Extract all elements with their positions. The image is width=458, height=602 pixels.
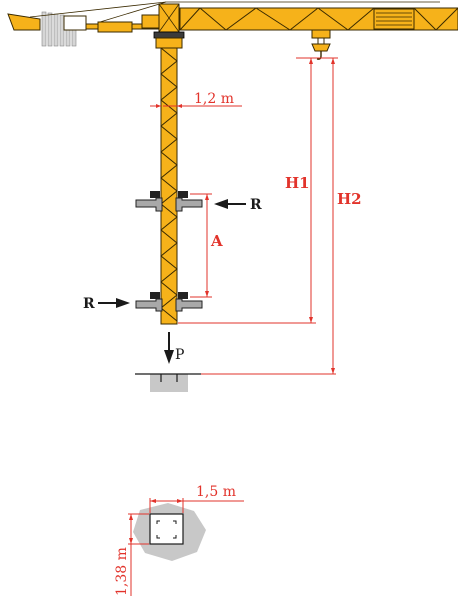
- base-depth-label: 1,38 m: [114, 547, 130, 596]
- counter-jib: [7, 1, 440, 47]
- height-h1-dimension: [178, 57, 338, 324]
- jib: [179, 7, 458, 31]
- height-h2-dimension: [201, 58, 336, 375]
- reaction-left-label: R: [83, 296, 95, 312]
- load-label: P: [175, 347, 184, 363]
- slewing-unit: [141, 3, 185, 49]
- load-arrow-icon: [164, 332, 174, 364]
- mast-width-label: 1,2 m: [194, 91, 234, 107]
- base-width-label: 1,5 m: [196, 484, 236, 500]
- height-h2-label: H2: [337, 190, 362, 208]
- mast-width-dimension: [150, 104, 242, 108]
- hook-block-icon: [311, 29, 331, 60]
- tower-mast: [160, 47, 178, 325]
- spacing-a-label: A: [210, 232, 223, 250]
- base-width-dimension: [149, 498, 244, 513]
- base-depth-dimension: [128, 513, 149, 596]
- anchor-collar-upper: [135, 191, 203, 212]
- reaction-arrow-right-icon: [214, 199, 246, 209]
- spacing-a-dimension: [190, 193, 212, 298]
- height-h1-label: H1: [285, 174, 310, 192]
- foundation-elevation: [135, 373, 201, 392]
- reaction-arrow-left-icon: [98, 298, 130, 308]
- foundation-plan: [133, 503, 206, 561]
- reaction-right-label: R: [250, 197, 262, 213]
- anchor-collar-lower: [135, 292, 203, 312]
